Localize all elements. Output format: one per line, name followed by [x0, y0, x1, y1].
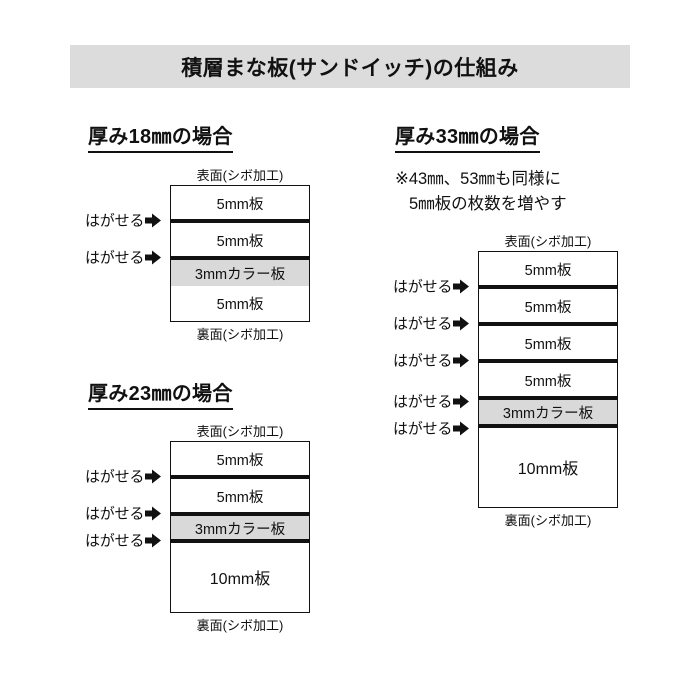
- peel-label: はがせる: [393, 393, 453, 411]
- separator-23mm-3: [171, 539, 309, 543]
- peel-callout-23mm-3: はがせる: [85, 530, 162, 551]
- arrow-right-icon: [453, 394, 470, 408]
- layer-33mm-6: 10mm板: [479, 428, 617, 506]
- peel-callout-18mm-1: はがせる: [85, 210, 162, 231]
- layer-label: 3mmカラー板: [194, 266, 286, 283]
- arrow-right-icon: [145, 506, 162, 520]
- stack-box-23mm: 5mm板 5mm板 3mmカラー板 10mm板: [170, 441, 310, 613]
- arrow-right-icon: [145, 469, 162, 483]
- section-heading-18mm: 厚み18㎜の場合: [88, 120, 233, 153]
- peel-label: はがせる: [393, 315, 453, 333]
- separator-33mm-3: [479, 359, 617, 363]
- layer-18mm-4: 5mm板: [171, 286, 309, 320]
- layer-label: 5mm板: [524, 373, 572, 390]
- separator-23mm-1: [171, 475, 309, 479]
- layer-label: 5mm板: [216, 452, 264, 469]
- layer-label: 5mm板: [216, 196, 264, 213]
- stack-box-18mm: 5mm板 5mm板 3mmカラー板 5mm板: [170, 185, 310, 322]
- separator-33mm-2: [479, 322, 617, 326]
- separator-18mm-1: [171, 219, 309, 223]
- arrow-right-icon: [453, 421, 470, 435]
- page-title-banner: 積層まな板(サンドイッチ)の仕組み: [70, 45, 630, 88]
- layer-33mm-4: 5mm板: [479, 363, 617, 397]
- layer-33mm-1: 5mm板: [479, 252, 617, 286]
- back-face-label-18mm: 裏面(シボ加工): [196, 327, 284, 342]
- separator-33mm-1: [479, 285, 617, 289]
- layer-18mm-1: 5mm板: [171, 186, 309, 220]
- layer-23mm-2: 5mm板: [171, 479, 309, 513]
- layer-23mm-1: 5mm板: [171, 442, 309, 476]
- peel-callout-33mm-4: はがせる: [393, 391, 470, 412]
- section-heading-33mm: 厚み33㎜の場合: [395, 120, 540, 153]
- layer-stack-33mm: 表面(シボ加工) 5mm板 5mm板 5mm板 5mm板 3mmカラー板: [478, 234, 618, 528]
- peel-callout-23mm-1: はがせる: [85, 466, 162, 487]
- front-face-label-33mm: 表面(シボ加工): [504, 234, 592, 249]
- layer-18mm-2: 5mm板: [171, 223, 309, 257]
- peel-label: はがせる: [85, 212, 145, 230]
- peel-callout-33mm-2: はがせる: [393, 313, 470, 334]
- arrow-right-icon: [453, 353, 470, 367]
- page-title: 積層まな板(サンドイッチ)の仕組み: [181, 56, 519, 80]
- stack-box-33mm: 5mm板 5mm板 5mm板 5mm板 3mmカラー板 10mm板: [478, 251, 618, 508]
- arrow-right-icon: [145, 213, 162, 227]
- layer-23mm-4: 10mm板: [171, 543, 309, 611]
- peel-callout-23mm-2: はがせる: [85, 503, 162, 524]
- separator-23mm-2: [171, 512, 309, 516]
- layer-stack-18mm: 表面(シボ加工) 5mm板 5mm板 3mmカラー板 5mm板 裏面(シボ加工): [170, 168, 310, 342]
- layer-label: 10mm板: [517, 461, 579, 478]
- layer-label: 10mm板: [209, 571, 271, 588]
- peel-label: はがせる: [85, 249, 145, 267]
- section-note-line-2: 5㎜板の枚数を増やす: [409, 194, 567, 213]
- peel-label: はがせる: [85, 505, 145, 523]
- arrow-right-icon: [453, 316, 470, 330]
- separator-33mm-4: [479, 396, 617, 400]
- layer-33mm-3: 5mm板: [479, 326, 617, 360]
- front-face-label-23mm: 表面(シボ加工): [196, 424, 284, 439]
- layer-label: 5mm板: [524, 336, 572, 353]
- peel-label: はがせる: [393, 420, 453, 438]
- peel-callout-33mm-1: はがせる: [393, 276, 470, 297]
- peel-label: はがせる: [393, 352, 453, 370]
- section-note-line-1: ※43㎜、53㎜も同様に: [395, 170, 562, 188]
- arrow-right-icon: [453, 279, 470, 293]
- front-face-label-18mm: 表面(シボ加工): [196, 168, 284, 183]
- peel-callout-33mm-3: はがせる: [393, 350, 470, 371]
- back-face-label-23mm: 裏面(シボ加工): [196, 618, 284, 633]
- layer-label: 5mm板: [216, 233, 264, 250]
- layer-label: 3mmカラー板: [194, 521, 286, 538]
- peel-label: はがせる: [393, 278, 453, 296]
- peel-label: はがせる: [85, 532, 145, 550]
- peel-label: はがせる: [85, 468, 145, 486]
- arrow-right-icon: [145, 533, 162, 547]
- layer-label: 5mm板: [216, 489, 264, 506]
- layer-label: 5mm板: [216, 296, 264, 313]
- layer-18mm-3-color: 3mmカラー板: [171, 260, 309, 286]
- separator-33mm-5: [479, 424, 617, 428]
- layer-33mm-2: 5mm板: [479, 289, 617, 323]
- separator-18mm-2: [171, 256, 309, 260]
- layer-23mm-3-color: 3mmカラー板: [171, 516, 309, 540]
- layer-label: 3mmカラー板: [502, 406, 594, 422]
- layer-33mm-5-color: 3mmカラー板: [479, 400, 617, 425]
- section-note-33mm: ※43㎜、53㎜も同様に 5㎜板の枚数を増やす: [395, 167, 567, 217]
- layer-stack-23mm: 表面(シボ加工) 5mm板 5mm板 3mmカラー板 10mm板 裏面(シボ加工…: [170, 424, 310, 633]
- layer-label: 5mm板: [524, 299, 572, 316]
- arrow-right-icon: [145, 250, 162, 264]
- layer-label: 5mm板: [524, 262, 572, 279]
- peel-callout-18mm-2: はがせる: [85, 247, 162, 268]
- section-heading-23mm: 厚み23㎜の場合: [88, 377, 233, 410]
- peel-callout-33mm-5: はがせる: [393, 418, 470, 439]
- back-face-label-33mm: 裏面(シボ加工): [504, 513, 592, 528]
